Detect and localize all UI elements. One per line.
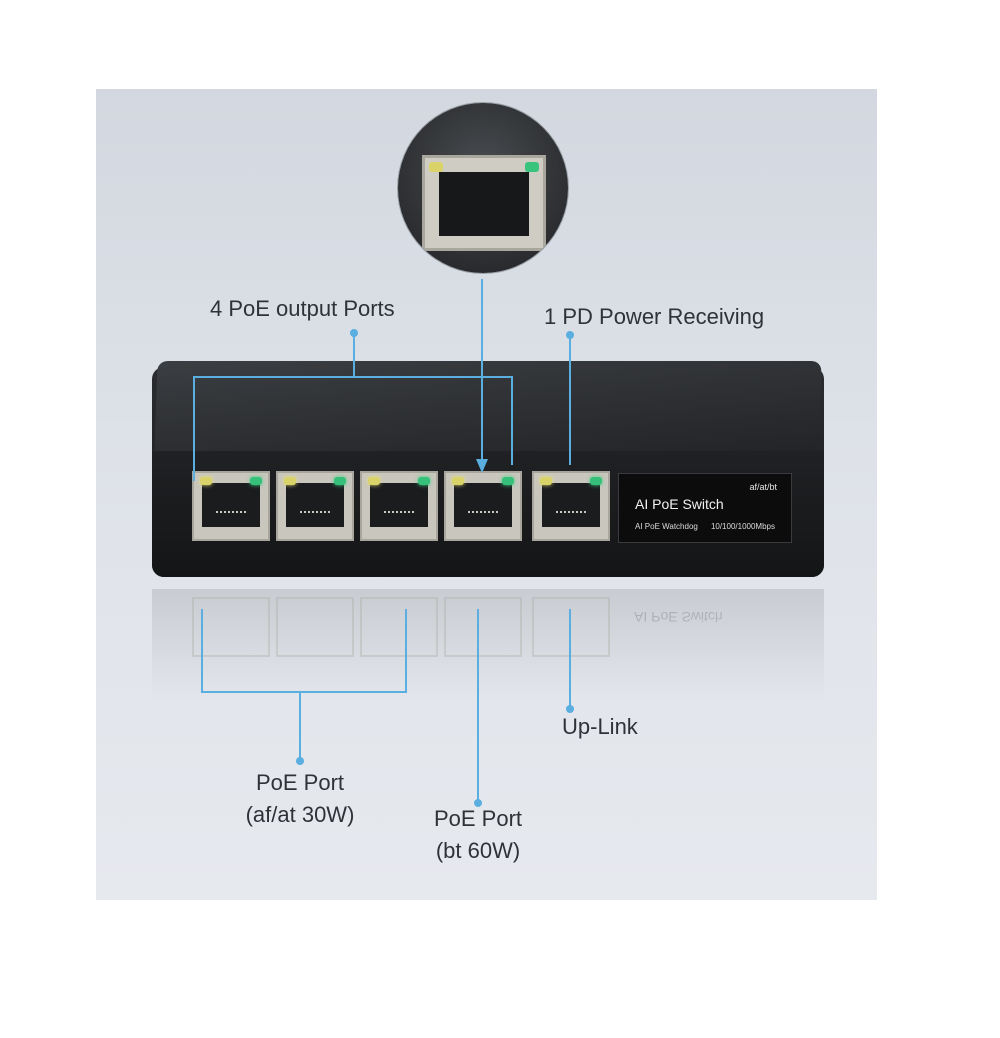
nameplate-reflection: AI PoE Switch [634,609,723,625]
label-poe-port-af-at: PoE Port (af/at 30W) [230,767,370,831]
port-socket [542,483,600,527]
label-uplink: Up-Link [562,714,638,739]
link-led [368,477,380,485]
nameplate-standard: af/at/bt [749,482,777,492]
link-led [452,477,464,485]
activity-led [590,477,602,485]
link-led [284,477,296,485]
af-at-dot [296,757,304,765]
poe-port-4 [444,471,522,541]
label-pd-power-receiving: 1 PD Power Receiving [544,304,765,329]
link-led [200,477,212,485]
activity-led [334,477,346,485]
label-poe-port-bt-detail: (bt 60W) [435,838,521,863]
label-poe-port-af-at-title: PoE Port [255,770,345,795]
uplink-port [532,471,610,541]
label-poe-port-af-at-detail: (af/at 30W) [245,802,355,827]
product-diagram: AI PoE Switch af/at/bt AI PoE Switch AI … [96,89,877,900]
nameplate-feature: AI PoE Watchdog [635,522,698,531]
label-poe-output-ports: 4 PoE output Ports [210,296,395,321]
switch-top-surface [154,361,822,451]
nameplate-speed: 10/100/1000Mbps [710,522,775,531]
port-socket [202,483,260,527]
label-poe-port-bt: PoE Port (bt 60W) [418,803,538,867]
port-socket [370,483,428,527]
port-socket [454,483,512,527]
reflection-port [532,597,610,657]
zoomed-activity-led [525,162,539,172]
poe-port-3 [360,471,438,541]
poe-port-2 [276,471,354,541]
port-socket [286,483,344,527]
label-poe-port-bt-title: PoE Port [433,806,523,831]
output-ports-dot [350,329,358,337]
zoomed-link-led [429,162,443,172]
switch-nameplate: af/at/bt AI PoE Switch AI PoE Watchdog 1… [618,473,792,543]
reflection-port [276,597,354,657]
reflection-title: AI PoE Switch [634,609,723,625]
reflection-port [192,597,270,657]
poe-port-1 [192,471,270,541]
port-zoom-callout [398,103,568,273]
zoomed-port-socket [439,172,529,236]
link-led [540,477,552,485]
activity-led [502,477,514,485]
nameplate-title: AI PoE Switch [635,496,724,512]
zoomed-port [422,155,546,251]
reflection-port [360,597,438,657]
reflection-port [444,597,522,657]
activity-led [250,477,262,485]
activity-led [418,477,430,485]
